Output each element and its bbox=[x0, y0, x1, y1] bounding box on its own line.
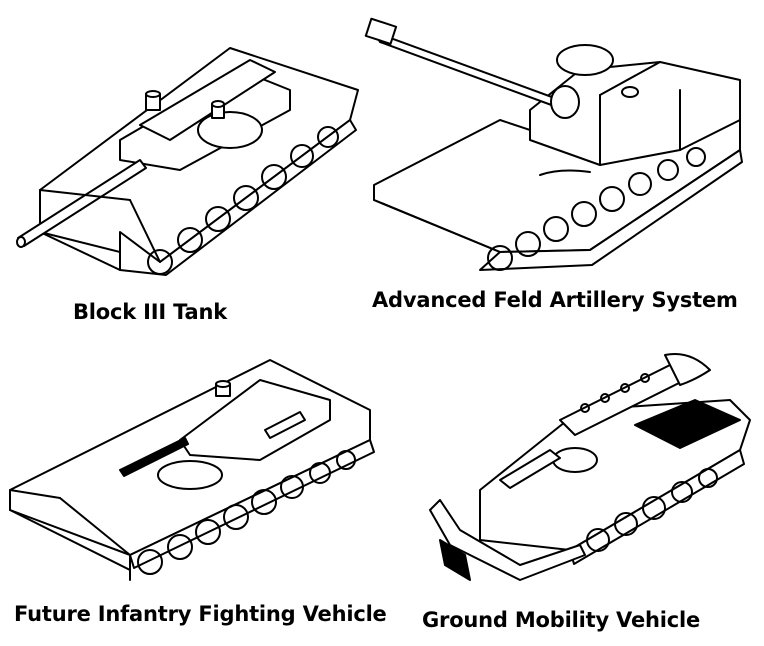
caption-block-iii-tank: Block III Tank bbox=[73, 300, 228, 324]
panel-ground-mobility-vehicle: Ground Mobility Vehicle bbox=[400, 340, 764, 646]
caption-future-infantry-fighting-vehicle: Future Infantry Fighting Vehicle bbox=[14, 602, 387, 626]
mine-plow-vehicle-icon bbox=[429, 353, 751, 581]
panel-block-iii-tank: Block III Tank bbox=[0, 0, 380, 330]
caption-advanced-field-artillery-system: Advanced Feld Artillery System bbox=[372, 288, 738, 312]
self-propelled-howitzer-icon bbox=[364, 17, 743, 271]
tank-icon bbox=[16, 47, 359, 276]
panel-advanced-field-artillery-system: Advanced Feld Artillery System bbox=[360, 0, 764, 330]
caption-ground-mobility-vehicle: Ground Mobility Vehicle bbox=[422, 608, 701, 632]
panel-future-infantry-fighting-vehicle: Future Infantry Fighting Vehicle bbox=[0, 340, 390, 646]
infantry-fighting-vehicle-icon bbox=[9, 359, 375, 581]
